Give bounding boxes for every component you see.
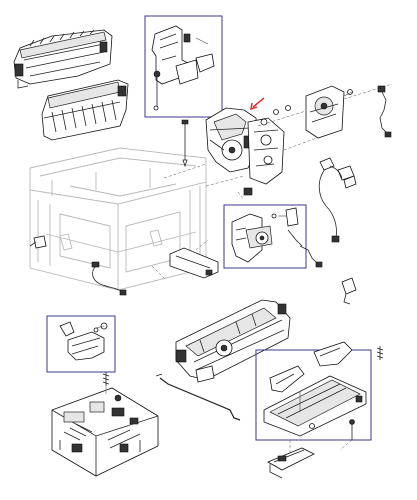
motor-assembly[interactable]	[305, 85, 353, 139]
formatter-board[interactable]	[51, 387, 159, 477]
sensor-lever[interactable]	[299, 245, 323, 268]
clip-small-left[interactable]	[29, 235, 47, 249]
printer-chassis-frame	[29, 147, 207, 291]
link-rod[interactable]	[155, 373, 241, 421]
callout-box-bracket	[144, 15, 223, 118]
callout-box-lift-plate	[46, 315, 116, 373]
callout-box-tray	[255, 349, 372, 441]
base-plate-guide[interactable]	[169, 247, 219, 279]
wire-harness-short[interactable]	[377, 85, 392, 138]
screw-bottom-right[interactable]	[349, 419, 355, 441]
bracket-assembly[interactable]	[151, 25, 215, 111]
fuser-assembly[interactable]	[13, 29, 113, 89]
spring-small[interactable]	[102, 372, 110, 386]
spring-right[interactable]	[376, 346, 384, 360]
callout-box-solenoid	[223, 204, 307, 269]
solenoid-assembly[interactable]	[231, 207, 303, 263]
highlight-arrow-icon	[250, 97, 265, 111]
paper-guide-assembly[interactable]	[41, 79, 129, 141]
drive-gear-assembly[interactable]	[205, 107, 259, 173]
cable-small-left[interactable]	[91, 261, 127, 296]
separation-pad[interactable]	[267, 447, 315, 479]
pickup-assembly[interactable]	[175, 299, 291, 383]
sensor-assembly-small[interactable]	[260, 105, 291, 126]
motor-side-plate[interactable]	[243, 117, 285, 196]
lift-plate-assembly[interactable]	[59, 321, 108, 361]
cable-assembly-long[interactable]	[318, 157, 357, 243]
paper-tray-assembly[interactable]	[263, 341, 367, 437]
frame-screw[interactable]	[181, 119, 189, 168]
clip-small-right[interactable]	[341, 277, 357, 305]
